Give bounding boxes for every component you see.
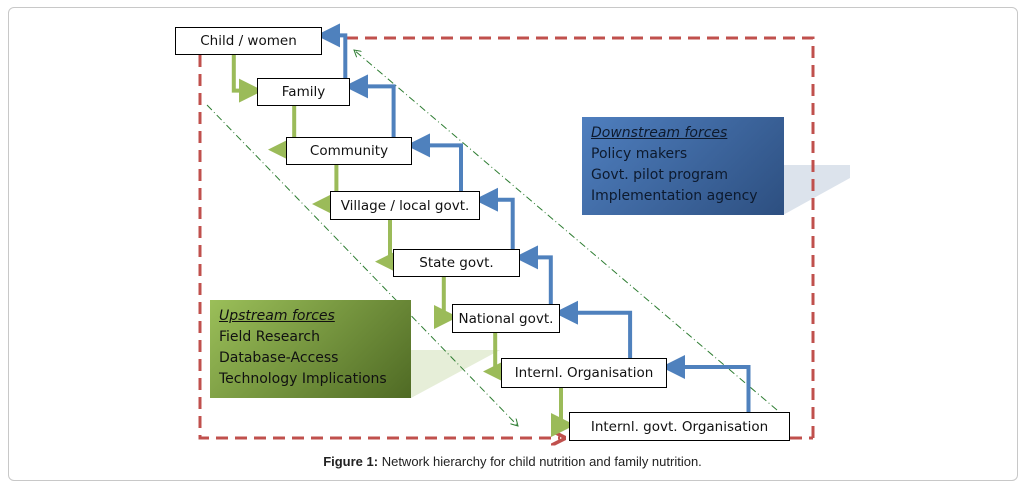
downstream-item: Implementation agency [591, 188, 758, 204]
feedback-loop-left [198, 55, 560, 438]
figure-caption: Figure 1: Network hierarchy for child nu… [0, 454, 1025, 469]
downward-flow-arrow [231, 55, 263, 103]
upward-flow-arrow [406, 133, 463, 191]
level-box: Internl. Organisation [501, 358, 667, 388]
figure-frame [8, 7, 1018, 481]
level-box: Community [286, 137, 412, 165]
level-box: Family [257, 78, 350, 106]
upstream-item: Database-Access [219, 350, 339, 366]
downstream-item: Policy makers [591, 146, 688, 162]
flow-arrows [231, 23, 751, 438]
level-box: Internl. govt. Organisation [569, 412, 790, 441]
downward-flow-arrow [434, 277, 458, 330]
upstream-forces-box: Upstream forces Field Research Database-… [210, 300, 411, 398]
upstream-item: Field Research [219, 329, 320, 345]
upward-flow-arrow [344, 74, 396, 137]
downstream-forces-box: Downstream forces Policy makers Govt. pi… [582, 117, 784, 215]
downstream-callout [783, 165, 850, 215]
downward-flow-arrow [551, 388, 575, 438]
upward-flow-arrow [661, 355, 751, 412]
upstream-title: Upstream forces [219, 308, 335, 324]
upward-flow-arrow [316, 23, 348, 78]
upstream-item: Technology Implications [219, 371, 387, 387]
upward-flow-arrow [474, 187, 515, 249]
level-box: National govt. [452, 304, 560, 333]
caption-label: Figure 1: [323, 454, 379, 469]
downward-trend-arrow [206, 104, 518, 426]
caption-text: Network hierarchy for child nutrition an… [378, 454, 702, 469]
downstream-item: Govt. pilot program [591, 167, 729, 183]
upward-flow-arrow [514, 245, 553, 304]
level-box: Child / women [175, 27, 322, 55]
downward-flow-arrow [375, 220, 399, 274]
level-box: State govt. [393, 249, 520, 277]
level-box: Village / local govt. [330, 191, 480, 220]
feedback-loop [300, 38, 815, 438]
upstream-callout [411, 350, 500, 398]
upward-trend-arrow [354, 50, 778, 411]
upward-flow-arrow [554, 300, 633, 358]
downstream-title: Downstream forces [591, 125, 728, 141]
